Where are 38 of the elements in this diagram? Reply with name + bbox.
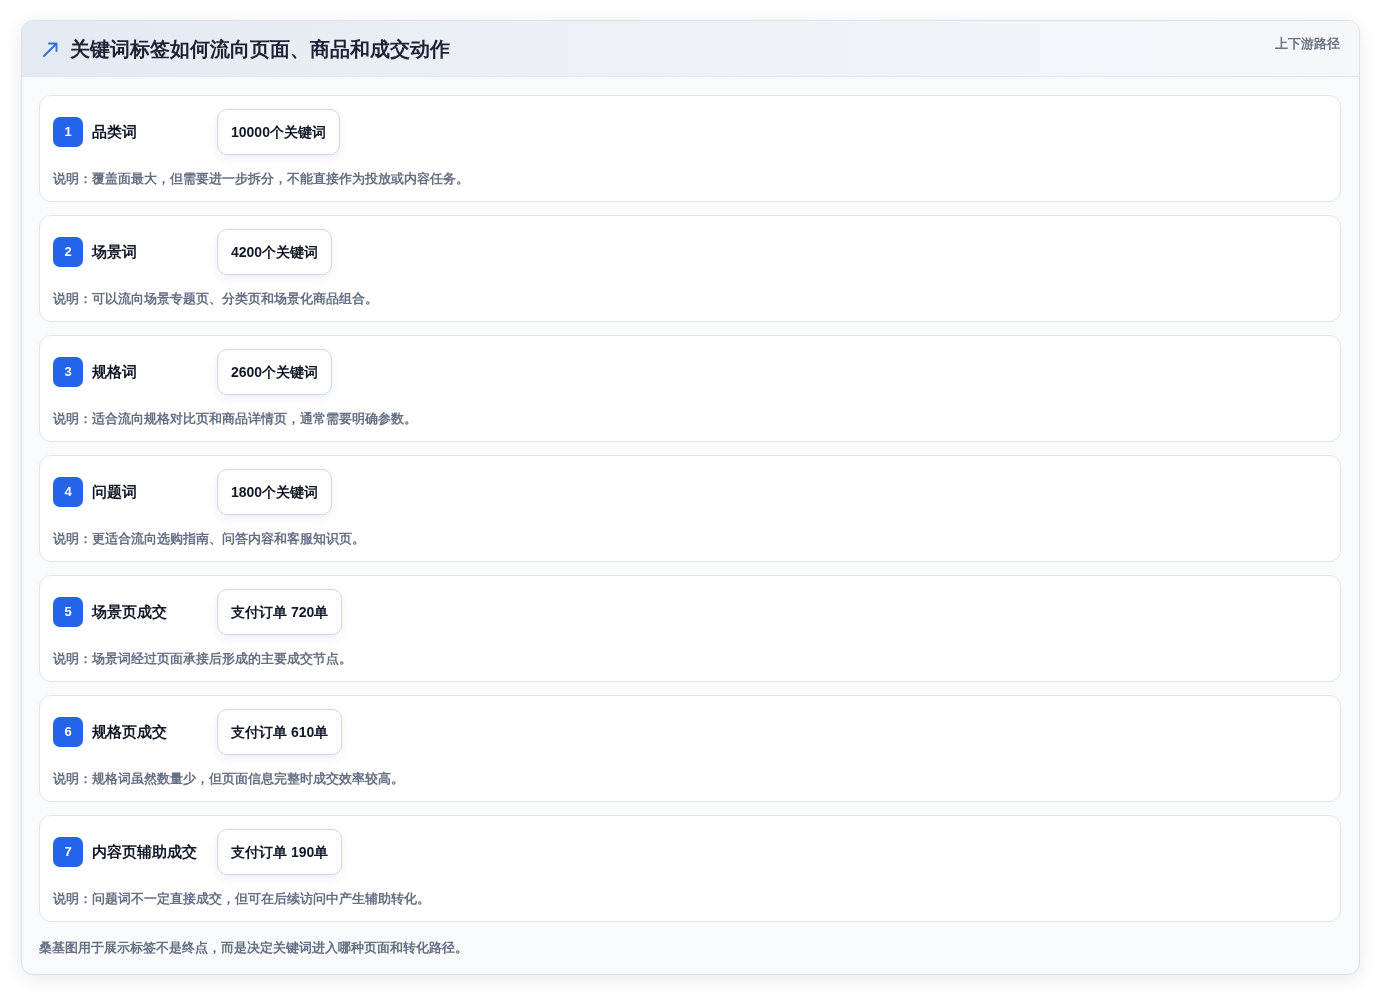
number-badge: 2 (53, 237, 83, 267)
count-pill: 1800个关键词 (217, 469, 333, 515)
tag-name: 规格词 (92, 362, 137, 382)
tag-name: 内容页辅助成交 (92, 842, 197, 862)
tag-card (39, 455, 1341, 562)
number-badge: 1 (53, 117, 83, 147)
description-text: 说明：问题词不一定直接成交，但可在后续访问中产生辅助转化。 (53, 891, 431, 907)
description-text: 说明：场景词经过页面承接后形成的主要成交节点。 (53, 651, 353, 667)
description-text: 说明：适合流向规格对比页和商品详情页，通常需要明确参数。 (53, 411, 418, 427)
number-badge: 6 (53, 717, 83, 747)
count-pill: 2600个关键词 (217, 349, 333, 395)
tag-name: 品类词 (92, 122, 137, 142)
title: 关键词标签如何流向页面、商品和成交动作 (70, 37, 450, 62)
tag-card (39, 815, 1341, 922)
tag-card (39, 95, 1341, 202)
number-badge: 4 (53, 477, 83, 507)
tag-name: 规格页成交 (92, 722, 167, 742)
tag-name: 场景词 (92, 242, 137, 262)
tag-card (39, 215, 1341, 322)
tag-card (39, 335, 1341, 442)
tag-name: 问题词 (92, 482, 137, 502)
description-text: 说明：规格词虽然数量少，但页面信息完整时成交效率较高。 (53, 771, 405, 787)
number-badge: 7 (53, 837, 83, 867)
count-pill: 支付订单 190单 (217, 829, 343, 875)
caption: 桑基图用于展示标签不是终点，而是决定关键词进入哪种页面和转化路径。 (39, 940, 468, 956)
count-pill: 支付订单 720单 (217, 589, 343, 635)
number-badge: 3 (53, 357, 83, 387)
count-pill: 支付订单 610单 (217, 709, 343, 755)
description-text: 说明：更适合流向选购指南、问答内容和客服知识页。 (53, 531, 366, 547)
count-pill: 4200个关键词 (217, 229, 333, 275)
number-badge: 5 (53, 597, 83, 627)
description-text: 说明：覆盖面最大，但需要进一步拆分，不能直接作为投放或内容任务。 (53, 171, 470, 187)
count-pill: 10000个关键词 (217, 109, 340, 155)
tag-name: 场景页成交 (92, 602, 167, 622)
tag-card (39, 695, 1341, 802)
header-note: 上下游路径 (1275, 36, 1340, 52)
tag-card (39, 575, 1341, 682)
description-text: 说明：可以流向场景专题页、分类页和场景化商品组合。 (53, 291, 379, 307)
